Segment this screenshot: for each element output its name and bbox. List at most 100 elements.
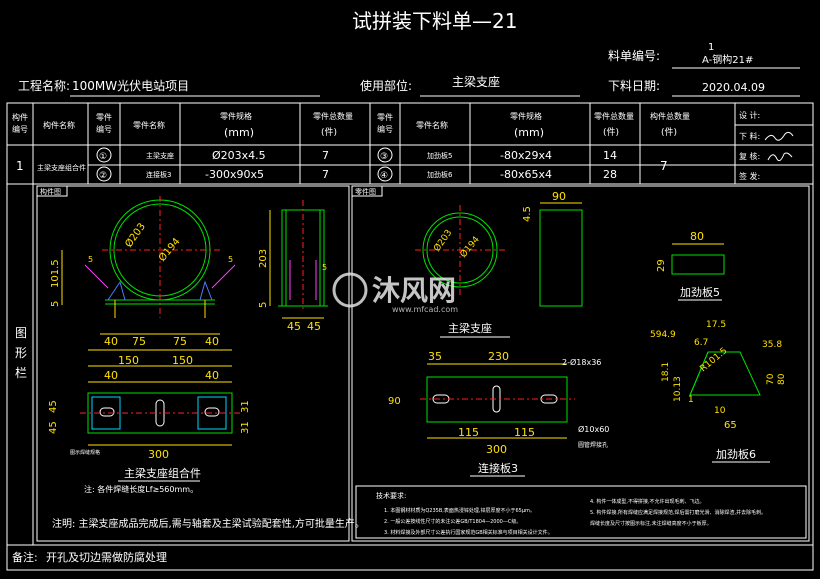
item-4-qty: 28 — [603, 168, 617, 181]
tech-item-3: 3. 材料焊接及外部尺寸公差执行国家规范GB相关标准与项目相关设计文件。 — [384, 529, 553, 536]
item-2-no: ② — [99, 171, 107, 181]
list-no-label: 料单编号: — [608, 48, 660, 63]
tech-item-1: 1. 本图钢材材质为Q235B,表面热浸锌处理,锌层厚度不小于65μm。 — [384, 507, 535, 514]
dim-pl115b: 115 — [514, 426, 535, 439]
dim-r1: 1 — [688, 395, 694, 405]
th-spec-2: 零件规格 — [510, 111, 542, 121]
dim-pl230: 230 — [488, 350, 509, 363]
list-no-value-1: 1 — [708, 42, 714, 53]
project-label: 工程名称: — [18, 78, 70, 93]
hole-note-2: Ø10x60 — [578, 424, 609, 434]
sign-design-label: 设 计: — [739, 110, 760, 120]
side-label-1: 图 — [15, 326, 27, 340]
th-comp-no-3: 零件 — [377, 112, 393, 122]
support-part-view: Ø203 Ø194 90 4.5 主梁支座 — [415, 190, 583, 338]
stiff5-title: 加劲板5 — [680, 285, 720, 299]
dim-r358: 35.8 — [762, 340, 782, 350]
dim-w40a: 40 — [104, 335, 118, 348]
signature-review — [767, 152, 793, 162]
dim-h203: 203 — [258, 249, 269, 268]
dim-h45b: 45 — [48, 421, 59, 434]
tech-item-5: 5. 构件焊接,所有焊缝应满足焊接规范,焊后需打磨光滑、消除焊渣,并去除毛刺。 — [590, 509, 766, 516]
dim-five-b: 5 — [258, 302, 269, 308]
row-part-no: 1 — [16, 159, 24, 173]
dim-w300: 300 — [148, 448, 169, 461]
stiff6-part-view: 594.9 17.5 6.7 R101.5 35.8 18.1 10.13 70… — [650, 320, 787, 463]
item-4-spec: -80x65x4 — [500, 168, 552, 181]
tech-item-6: 焊缝长度及尺寸按图示标注,未注焊缝高度不小于板厚。 — [590, 520, 712, 527]
dim-s29: 29 — [656, 259, 667, 272]
th-part-no-2: 编号 — [12, 124, 28, 134]
th-total: 零件总数量 — [313, 111, 353, 121]
dim-p45: 4.5 — [522, 206, 533, 222]
sheet-title: 试拼装下料单—21 — [352, 9, 517, 33]
parts-table: 构件 编号 构件名称 零件 编号 零件名称 零件规格 (mm) 零件总数量 (件… — [7, 103, 813, 185]
usage-label: 使用部位: — [360, 78, 412, 93]
dim-w45a: 45 — [287, 320, 301, 333]
date-label: 下料日期: — [608, 79, 660, 93]
stiff5-part-view: 80 29 加劲板5 — [656, 230, 725, 301]
th-total-unit-2: (件) — [603, 126, 619, 138]
row-part-name: 主梁支座组合件 — [37, 163, 86, 172]
th-comp-name-2: 零件名称 — [416, 120, 448, 130]
dim-d203: Ø203 — [123, 221, 148, 250]
watermark-url: www.mfcad.com — [392, 305, 458, 314]
item-3-spec: -80x29x4 — [500, 149, 552, 162]
dim-r67: 6.7 — [694, 338, 708, 348]
dim-w40b: 40 — [205, 335, 219, 348]
row-count: 7 — [660, 159, 668, 173]
dim-r10: 10 — [714, 406, 726, 416]
hole-note-1: 2-Ø18x36 — [562, 357, 601, 367]
main-note: 注明: 主梁支座成品完成后,需与轴套及主梁试验配套性,方可批量生产。 — [52, 517, 365, 530]
weld-spec-note: 图示焊缝规格 — [70, 449, 100, 456]
th-comp-no-4: 编号 — [377, 124, 393, 134]
th-comp-no-1: 零件 — [96, 112, 112, 122]
dim-r175: 17.5 — [706, 320, 726, 330]
th-spec: 零件规格 — [220, 111, 252, 121]
plate3-title: 连接板3 — [478, 461, 518, 475]
item-3-qty: 14 — [603, 149, 617, 162]
th-total-2: 零件总数量 — [594, 111, 634, 121]
footer-label: 备注: — [12, 550, 38, 564]
dim-r5949: 594.9 — [650, 330, 676, 340]
support-title: 主梁支座 — [448, 321, 492, 335]
tech-requirements: 技术要求: 1. 本图钢材材质为Q235B,表面热浸锌处理,锌层厚度不小于65μ… — [376, 491, 766, 536]
th-spec-unit: (mm) — [224, 126, 254, 139]
dim-w75a: 75 — [132, 335, 146, 348]
item-4-no: ④ — [380, 171, 388, 181]
item-1-no: ① — [99, 152, 107, 162]
assembly-title: 主梁支座组合件 — [124, 466, 201, 480]
tech-title: 技术要求: — [376, 491, 406, 500]
item-3-name: 加劲板5 — [427, 151, 452, 160]
list-no-value-2: A-钢构21# — [702, 53, 753, 66]
side-label-3: 栏 — [15, 365, 27, 380]
dim-d194-b: Ø194 — [458, 234, 482, 260]
th-count: 构件总数量 — [650, 111, 690, 121]
dim-r70: 70 — [766, 373, 776, 385]
assembly-side-view: 203 5 45 45 5 — [258, 200, 328, 333]
assembly-plan-view: 40 40 300 45 45 31 31 图示焊缝规格 主梁支座组合件 注: … — [48, 369, 251, 494]
th-comp-name: 零件名称 — [133, 120, 165, 130]
item-2-spec: -300x90x5 — [205, 168, 264, 181]
item-1-qty: 7 — [322, 149, 329, 162]
dim-h31b: 31 — [240, 421, 251, 434]
watermark-logo-icon — [332, 272, 368, 308]
dim-r80: 80 — [777, 373, 787, 385]
dim-r65: 65 — [724, 420, 737, 431]
side-label-2: 形 — [15, 346, 27, 360]
sign-issue-label: 签 发: — [739, 171, 760, 181]
dim-w40d: 40 — [205, 369, 219, 382]
item-2-qty: 7 — [322, 168, 329, 181]
dim-w150a: 150 — [118, 354, 139, 367]
watermark: 沐风网 www.mfcad.com — [332, 272, 458, 314]
th-spec-unit-2: (mm) — [514, 126, 544, 139]
date-value: 2020.04.09 — [702, 81, 765, 94]
plate3-part-view: 35 230 90 115 115 300 2-Ø18x36 Ø10x60 圆管… — [388, 350, 609, 477]
project-value: 100MW光伏电站项目 — [72, 79, 189, 93]
assembly-front-view: Ø203 Ø194 101.5 5 5 5 40 75 75 40 150 15… — [50, 196, 236, 367]
weld-5-b: 5 — [228, 255, 233, 264]
dim-p90w: 90 — [552, 190, 566, 203]
left-tag: 构件图 — [40, 187, 61, 196]
item-3-no: ③ — [380, 152, 388, 162]
